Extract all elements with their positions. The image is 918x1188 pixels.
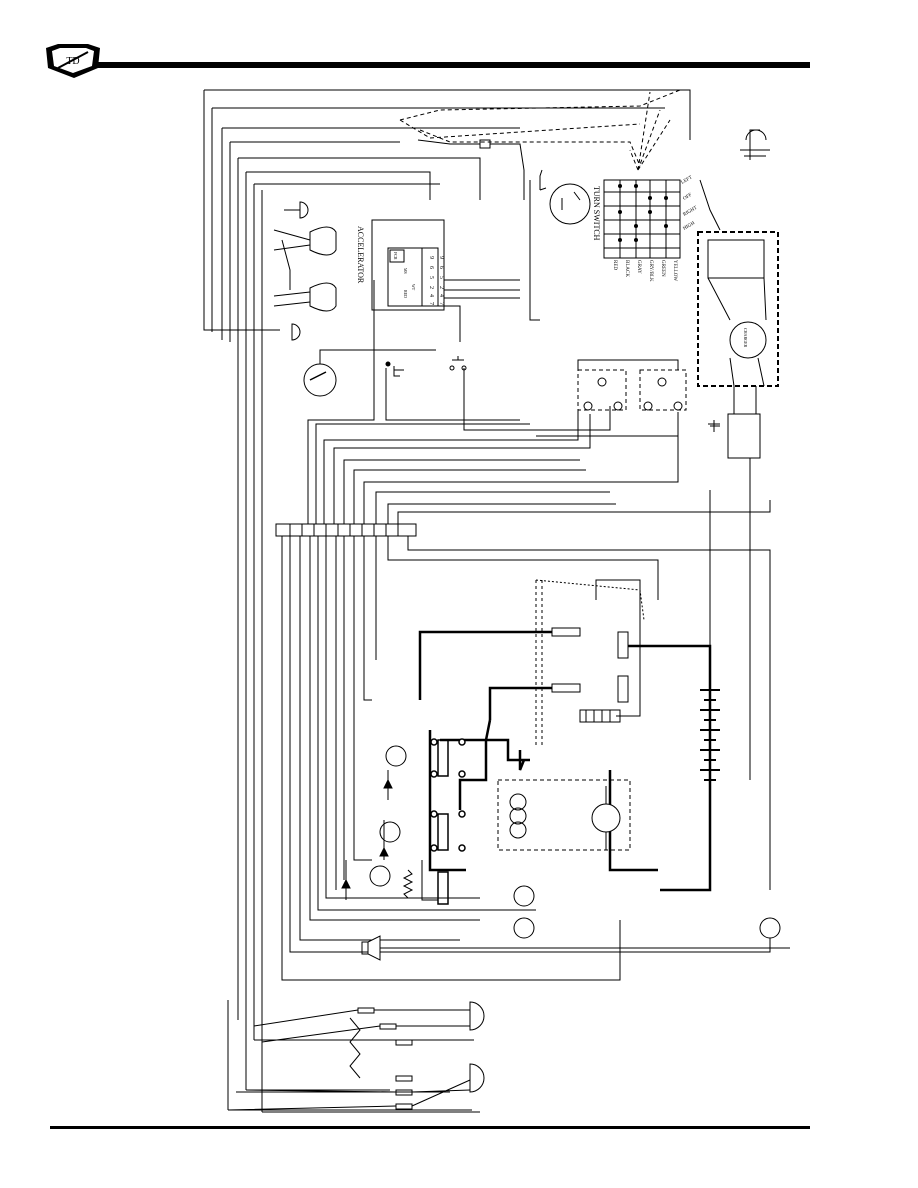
- svg-text:GRY/BLK: GRY/BLK: [648, 260, 653, 282]
- svg-text:YELLOW: YELLOW: [672, 260, 677, 281]
- svg-text:9: 9: [438, 256, 444, 259]
- svg-text:GREEN: GREEN: [660, 260, 665, 277]
- turn-switch-label: TURN SWITCH: [592, 186, 601, 241]
- svg-text:6: 6: [438, 266, 444, 269]
- charger-label: CHARGER: [743, 328, 748, 347]
- svg-text:MS: MS: [403, 268, 408, 274]
- svg-text:6: 6: [428, 266, 434, 269]
- svg-text:4: 4: [428, 294, 434, 297]
- battery-gauge: [303, 349, 436, 397]
- turn-switch-positions: LEFT OFF RIGHT HIGH: [681, 175, 699, 231]
- top-fan-wires: [399, 89, 681, 171]
- turn-switch-wire-labels: YELLOW GREEN GRY/BLK GRAY BLACK RED: [612, 260, 677, 282]
- relays: [341, 745, 438, 901]
- turn-switch-grid: [603, 179, 681, 259]
- svg-text:7: 7: [438, 302, 444, 305]
- logo-text: TD: [66, 56, 79, 67]
- svg-text:GRAY: GRAY: [636, 260, 641, 274]
- wiring-diagram: ACCELERATOR 9 6 5 2 4 7 9 6 5 2 4 7 FCR …: [203, 89, 790, 1113]
- tail-lights: [227, 1001, 485, 1111]
- connector-wires-up: [307, 280, 771, 890]
- svg-text:2: 2: [438, 286, 444, 289]
- svg-text:FCR: FCR: [393, 252, 398, 260]
- flasher: [529, 169, 591, 321]
- svg-text:4: 4: [438, 294, 444, 297]
- power-section: [535, 579, 645, 748]
- svg-text:LEFT: LEFT: [681, 175, 694, 185]
- contactors: [430, 738, 466, 905]
- svg-text:BLACK: BLACK: [624, 260, 629, 277]
- svg-text:RED: RED: [403, 290, 408, 298]
- svg-text:OFF: OFF: [683, 193, 694, 202]
- direction-switch: [577, 369, 687, 411]
- harness-connector: [275, 523, 417, 537]
- motor: [497, 779, 631, 851]
- lower-devices: [361, 885, 790, 961]
- svg-text:RIGHT: RIGHT: [683, 206, 699, 218]
- svg-text:RED: RED: [612, 260, 617, 270]
- charger-section: [697, 129, 779, 780]
- left-harness: [203, 89, 691, 1113]
- svg-text:5: 5: [438, 276, 444, 279]
- footer-rule: [50, 1126, 810, 1129]
- svg-text:9: 9: [428, 256, 434, 259]
- accelerator-inner-labels: FCR MS WT RED: [393, 252, 416, 298]
- accelerator-label: ACCELERATOR: [356, 226, 365, 284]
- accelerator-pins: 9 6 5 2 4 7 9 6 5 2 4 7: [428, 256, 444, 305]
- accelerator-box: [371, 219, 520, 342]
- key-switch: [385, 356, 530, 431]
- svg-text:HIGH: HIGH: [683, 221, 697, 232]
- header-rule: [96, 62, 810, 68]
- svg-text:WT: WT: [411, 284, 416, 291]
- headlight-top: [273, 201, 337, 341]
- company-logo: TD: [46, 44, 100, 78]
- battery-bank: [630, 645, 720, 890]
- svg-text:5: 5: [428, 276, 434, 279]
- svg-text:7: 7: [428, 302, 434, 305]
- connector-wires-down: [281, 536, 771, 981]
- svg-text:2: 2: [428, 286, 434, 289]
